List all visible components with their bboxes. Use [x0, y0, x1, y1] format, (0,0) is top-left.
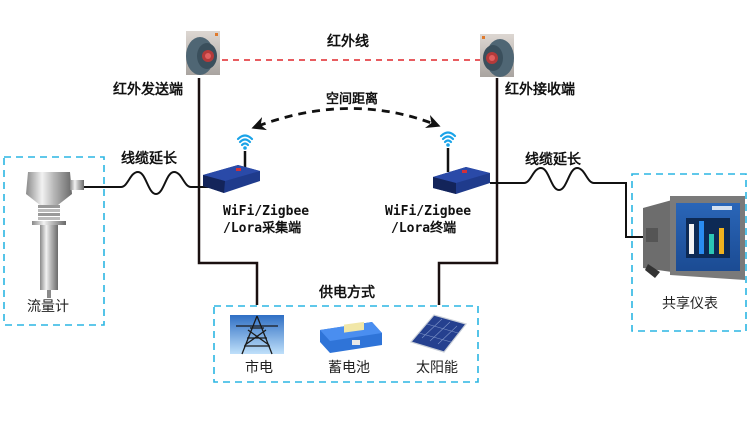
terminal-label-line1: WiFi/Zigbee — [385, 204, 472, 219]
ir-receiver-sensor — [480, 34, 514, 77]
collector-label-line2: /Lora采集端 — [223, 221, 302, 236]
terminal-label: WiFi/Zigbee /Lora终端 — [385, 203, 471, 237]
collector-label-line1: WiFi/Zigbee — [223, 204, 310, 219]
power-supply-label: 供电方式 — [319, 285, 375, 301]
power-option-mains: 市电 — [245, 360, 273, 376]
battery-icon — [320, 321, 382, 353]
right-main-wire — [437, 78, 499, 305]
terminal-device — [433, 131, 490, 194]
space-distance-arrow — [251, 107, 441, 131]
wifi-icon — [439, 131, 457, 144]
collector-label: WiFi/Zigbee /Lora采集端 — [223, 203, 309, 237]
power-supply-box — [213, 305, 479, 383]
ir-sender-label: 红外发送端 — [113, 82, 183, 98]
power-option-solar: 太阳能 — [416, 360, 458, 376]
terminal-label-line2: /Lora终端 — [391, 221, 457, 236]
ir-sender-sensor — [186, 31, 220, 75]
flowmeter-label: 流量计 — [27, 299, 69, 315]
shared-meter-label: 共享仪表 — [662, 296, 718, 312]
collector-device — [203, 134, 260, 193]
power-tower-icon — [230, 315, 284, 355]
flowmeter-box — [3, 156, 105, 326]
cable-extension-left-label: 线缆延长 — [121, 151, 177, 167]
power-option-battery: 蓄电池 — [328, 360, 370, 376]
cable-extension-right-label: 线缆延长 — [525, 152, 581, 168]
ir-beam-label: 红外线 — [327, 34, 369, 50]
cable-extension-right — [490, 166, 643, 238]
cable-extension-left — [84, 170, 199, 196]
shared-meter-device — [643, 196, 745, 280]
ir-receiver-label: 红外接收端 — [505, 82, 575, 98]
shared-meter-box — [631, 173, 747, 332]
space-distance-label: 空间距离 — [326, 92, 379, 107]
wifi-icon — [236, 134, 254, 147]
solar-panel-icon — [409, 314, 468, 353]
left-main-wire — [197, 78, 259, 305]
flowmeter-device — [26, 172, 84, 298]
